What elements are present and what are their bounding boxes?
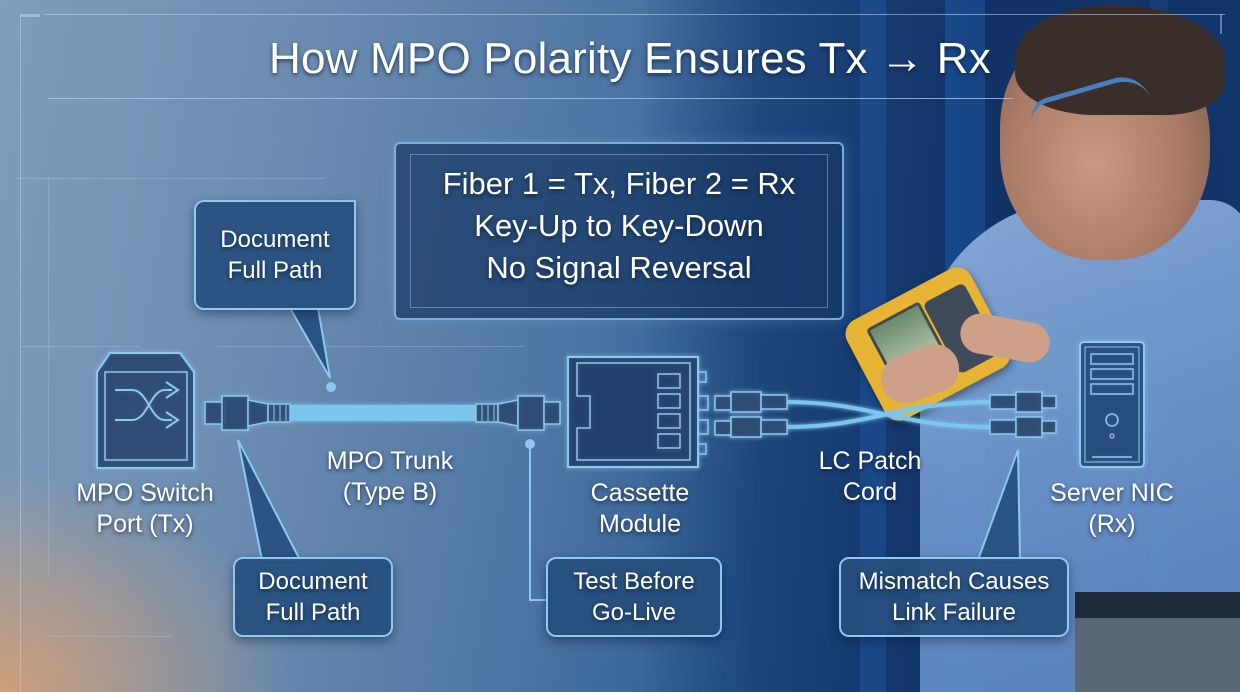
frame-corner: [1220, 14, 1222, 34]
callout-line: Full Path: [227, 257, 323, 284]
rule-line-fiber-mapping: Fiber 1 = Tx, Fiber 2 = Rx: [442, 166, 796, 201]
label-line: (Type B): [342, 478, 438, 506]
callout-line: Mismatch Causes: [858, 568, 1050, 595]
frame-line: [45, 14, 1225, 15]
callout-document-full-path-top: Document Full Path: [194, 200, 356, 310]
lc-patch-cord-icon: [714, 391, 1057, 438]
page-title: How MPO Polarity Ensures Tx → Rx: [269, 34, 991, 83]
label-line: Server NIC: [1050, 479, 1174, 507]
label-line: Module: [599, 510, 681, 538]
callout-pointer-mismatch: [976, 449, 1022, 561]
label-line: Port (Tx): [96, 510, 194, 538]
frame-line: [20, 346, 140, 347]
frame-line: [20, 14, 21, 692]
server-icon: [1079, 341, 1145, 468]
callout-line: Document: [258, 568, 368, 595]
callout-line: Document: [220, 226, 330, 253]
label-line: Cord: [842, 478, 898, 506]
callout-line: Full Path: [265, 599, 361, 626]
callout-document-full-path-bottom: Document Full Path: [233, 557, 393, 637]
label-server-nic: Server NIC (Rx): [1032, 478, 1192, 540]
callout-line: Link Failure: [891, 599, 1017, 626]
rule-line-key-orientation: Key-Up to Key-Down: [474, 208, 764, 243]
callout-test-before-go-live: Test Before Go-Live: [546, 557, 722, 637]
frame-line: [48, 636, 173, 637]
mpo-trunk-cable-icon: [204, 395, 561, 431]
switch-icon: [96, 352, 195, 469]
callout-line: Go-Live: [591, 599, 677, 626]
polarity-rule-box: Fiber 1 = Tx, Fiber 2 = Rx Key-Up to Key…: [394, 142, 844, 320]
label-line: MPO Trunk: [326, 447, 454, 475]
callout-pointer-top: [288, 307, 336, 392]
label-lc-patch-cord: LC Patch Cord: [790, 446, 950, 508]
callout-pointer-bottom-left: [237, 439, 302, 561]
label-cassette-module: Cassette Module: [560, 478, 720, 540]
label-line: MPO Switch: [76, 479, 214, 507]
frame-line: [215, 346, 525, 347]
label-line: Cassette: [590, 479, 690, 507]
technician-hair: [1015, 5, 1225, 115]
frame-corner: [20, 14, 40, 17]
label-switch-port: MPO Switch Port (Tx): [55, 478, 235, 540]
label-line: (Rx): [1088, 510, 1136, 538]
label-mpo-trunk: MPO Trunk (Type B): [305, 446, 475, 508]
title-underline: [48, 98, 1013, 99]
cassette-module-icon: [567, 356, 709, 468]
callout-line: Test Before: [573, 568, 695, 595]
technician-pants: [1075, 618, 1240, 692]
frame-line: [48, 178, 49, 578]
rule-line-no-reversal: No Signal Reversal: [486, 250, 752, 285]
label-line: LC Patch: [818, 447, 922, 475]
rule-box-inner-frame: [410, 154, 828, 308]
callout-connector-test: [525, 439, 547, 601]
technician-belt: [1075, 592, 1240, 618]
frame-line: [15, 178, 325, 179]
callout-mismatch-causes-link-failure: Mismatch Causes Link Failure: [839, 557, 1069, 637]
